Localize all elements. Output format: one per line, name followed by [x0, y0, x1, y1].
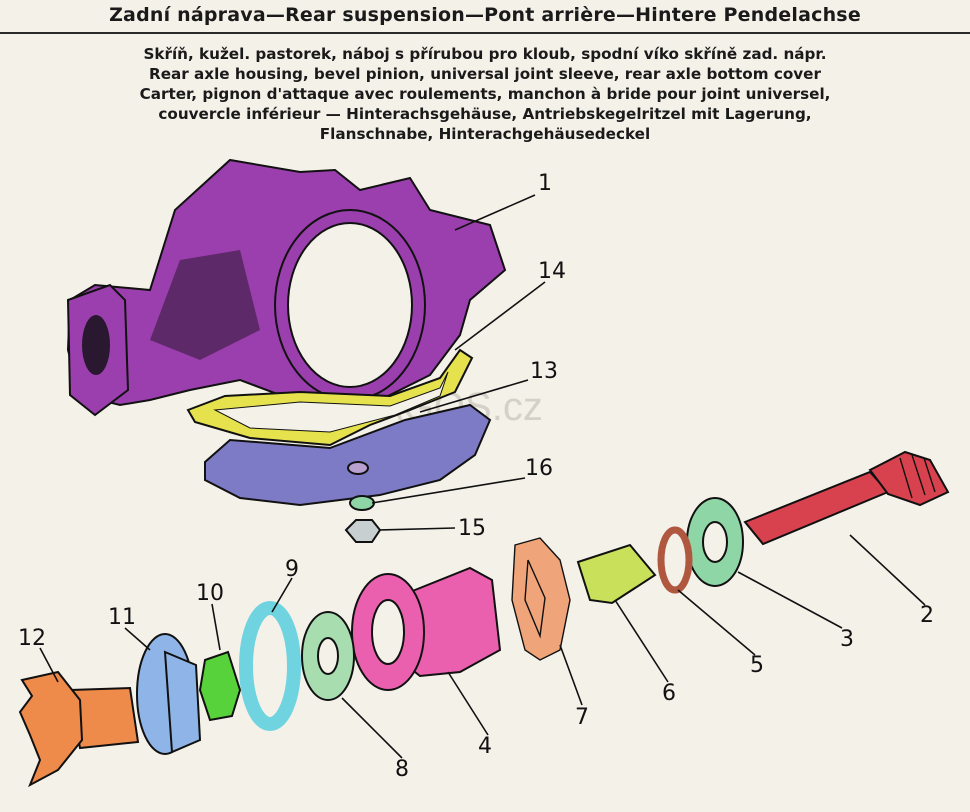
cover-drain-plug: [347, 461, 369, 475]
callout-9: 9: [285, 557, 299, 582]
subtitle: Skříň, kužel. pastorek, náboj s přírubou…: [0, 44, 970, 144]
subtitle-line-de: Flanschnabe, Hinterachgehäusedeckel: [319, 125, 651, 143]
housing-body: [66, 158, 507, 407]
part-4-sleeve: [351, 566, 502, 691]
part-1-axle-housing: [66, 158, 507, 417]
part-11-flange: [136, 633, 202, 755]
part-16-washer: [349, 495, 375, 511]
part-15-nut: [344, 519, 382, 543]
callout-12: 12: [18, 626, 46, 651]
leader-lines: [39, 194, 926, 759]
gasket-inner: [213, 371, 449, 433]
callout-11: 11: [108, 605, 136, 630]
callout-8: 8: [395, 757, 409, 782]
subtitle-line-cz: Skříň, kužel. pastorek, náboj s přírubou…: [143, 45, 827, 63]
part-12-universal-joint: [18, 670, 140, 788]
callout-1: 1: [538, 171, 552, 196]
part-9-ring: [239, 601, 301, 731]
callout-14: 14: [538, 259, 566, 284]
callout-6: 6: [662, 681, 676, 706]
part-2-pinion-shaft: [743, 450, 950, 546]
housing-flange-bore: [82, 315, 110, 375]
page-title: Zadní náprava—Rear suspension—Pont arriè…: [109, 4, 861, 26]
housing-shadow: [150, 250, 260, 360]
subtitle-line-fr-de: couvercle inférieur — Hinterachsgehäuse,…: [158, 105, 812, 123]
part-5-ring: [657, 526, 693, 594]
part-13-bottom-cover: [204, 403, 492, 507]
title-divider: [0, 32, 970, 34]
part-6-spacer: [576, 543, 657, 605]
subtitle-line-fr: Carter, pignon d'attaque avec roulements…: [139, 85, 831, 103]
callout-4: 4: [478, 734, 492, 759]
callout-7: 7: [575, 705, 589, 730]
callout-13: 13: [530, 359, 558, 384]
part-3-bearing: [686, 497, 744, 587]
callout-5: 5: [750, 653, 764, 678]
callout-16: 16: [525, 456, 553, 481]
part-8-bearing: [301, 611, 355, 701]
part-7-shim: [511, 537, 571, 661]
callout-labels: 1 2 3 4 5 6 7 8 9 10 11 12 13 14 15 16: [18, 171, 934, 782]
callout-15: 15: [458, 516, 486, 541]
subtitle-line-en: Rear axle housing, bevel pinion, univers…: [149, 65, 821, 83]
callout-10: 10: [196, 581, 224, 606]
part-10-spacer-ring: [198, 650, 242, 722]
callout-2: 2: [920, 603, 934, 628]
housing-bore: [287, 222, 413, 388]
callout-3: 3: [840, 627, 854, 652]
